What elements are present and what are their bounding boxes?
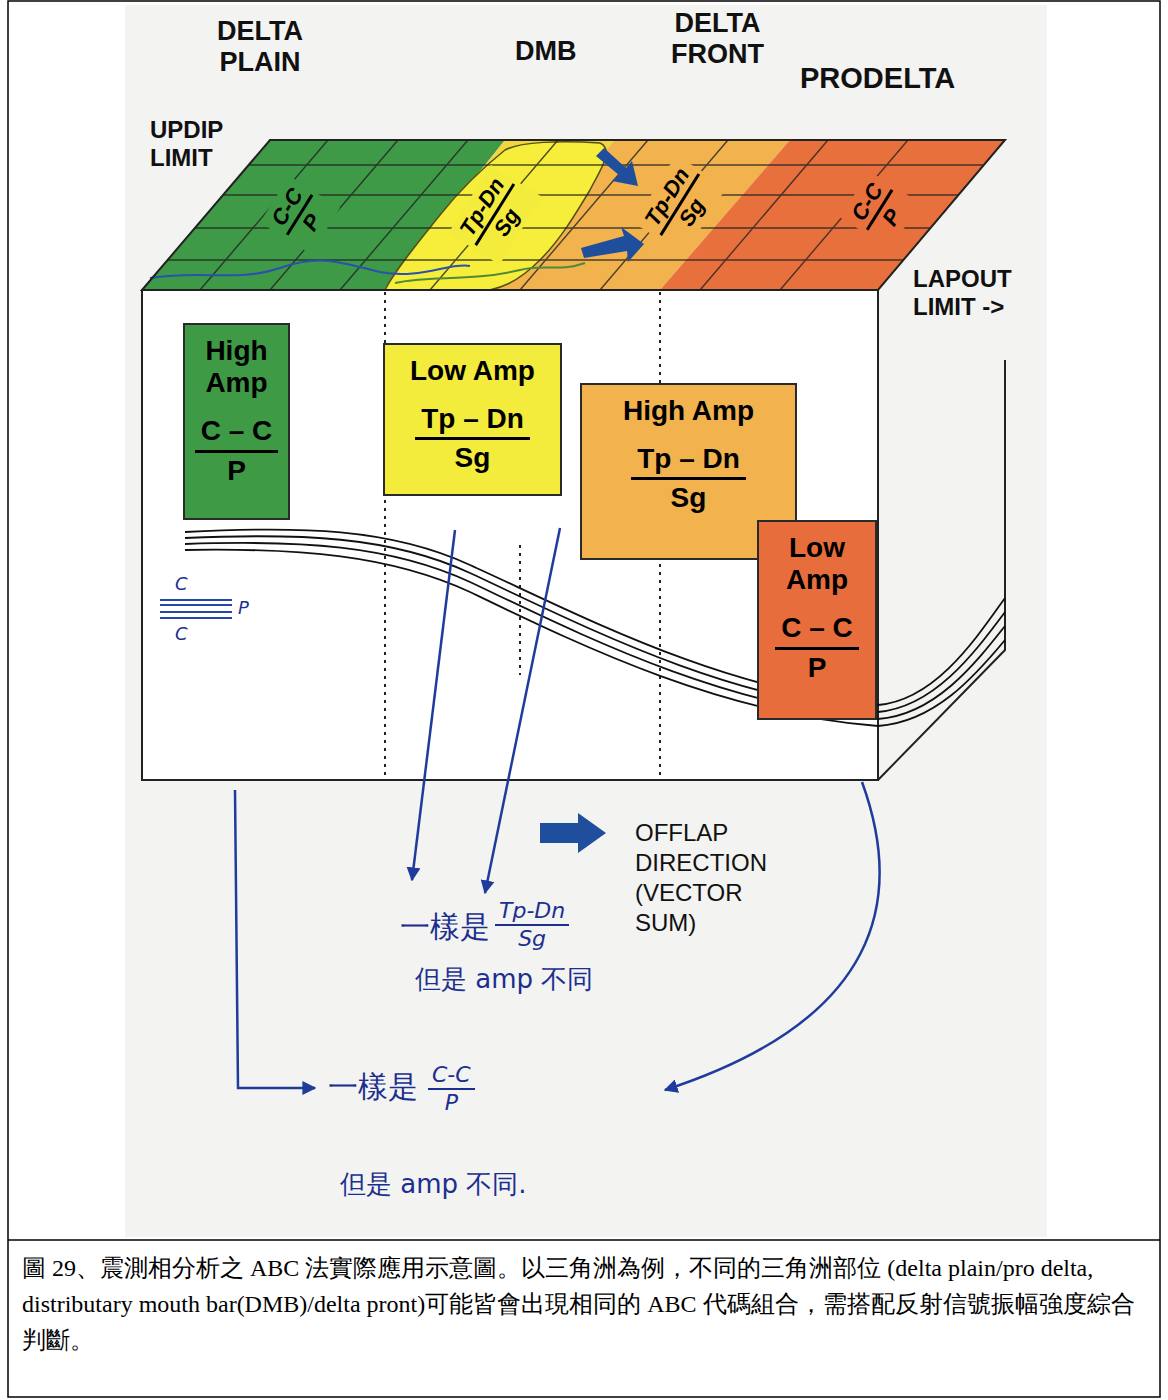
figure-label: LAPOUT LIMIT -> <box>913 265 1013 320</box>
figure-label: OFFLAP DIRECTION (VECTOR SUM) <box>635 818 810 938</box>
code-numerator: Tp – Dn <box>631 443 746 480</box>
facies-box: High Amp C – CP <box>183 323 290 520</box>
top-facies-code: C-CP <box>260 176 340 254</box>
art-path <box>412 530 455 880</box>
cell-divider <box>8 1239 1160 1241</box>
facies-box: Low Amp C – CP <box>757 520 877 720</box>
code-numerator: C-C <box>428 1062 475 1090</box>
code-denominator: Sg <box>514 926 550 952</box>
art-path <box>150 260 470 278</box>
offlap-arrow <box>540 813 606 853</box>
art-line <box>160 599 232 601</box>
art-line <box>160 604 232 606</box>
art-polygon <box>142 140 1005 290</box>
code-denominator: P <box>227 453 246 487</box>
facies-box: Low Amp Tp – DnSg <box>383 343 562 496</box>
art-path <box>185 550 1005 726</box>
figure-label: DMB <box>515 36 577 67</box>
code-denominator: Sg <box>455 440 491 474</box>
art-g <box>168 140 984 290</box>
top-facies-code: C-CP <box>840 171 920 249</box>
art-line <box>160 611 232 613</box>
amplitude-label: Low Amp <box>777 532 857 596</box>
figure-label: 一樣是 <box>400 910 490 945</box>
figure-label: DELTA FRONT <box>655 8 780 70</box>
block-front <box>142 290 1005 780</box>
art-line <box>160 617 232 619</box>
art-line <box>168 259 904 260</box>
art-line <box>223 194 958 195</box>
art-path <box>878 360 1005 780</box>
amplitude-label: High Amp <box>197 335 277 399</box>
figure-label: UPDIP LIMIT <box>150 116 260 171</box>
handwritten-fraction: Tp-DnSg <box>495 898 569 953</box>
art-path <box>235 790 315 1088</box>
art-path <box>395 263 585 283</box>
code-denominator: Sg <box>671 480 707 514</box>
figure-label: C <box>175 574 188 595</box>
art-polygon <box>581 227 644 262</box>
amplitude-label: High Amp <box>623 395 754 427</box>
figure-label: PRODELTA <box>800 62 955 95</box>
top-facies-code: Tp-DnSg <box>449 165 542 264</box>
code-denominator: P <box>441 1090 462 1116</box>
photo-ground <box>125 5 1047 1237</box>
top-facies-code: Tp-DnSg <box>634 155 727 254</box>
handwritten-arrows <box>235 528 880 1090</box>
art-line <box>700 140 828 290</box>
art-path <box>385 142 606 292</box>
figure-label: C <box>175 624 188 645</box>
art-polygon <box>596 148 638 186</box>
figure-label: DELTA PLAIN <box>200 16 320 78</box>
code-numerator: C – C <box>195 415 279 452</box>
art-g <box>160 600 232 618</box>
art-rect <box>142 290 878 780</box>
figure-label: 但是 amp 不同. <box>340 1170 527 1200</box>
figure-label: 但是 amp 不同 <box>415 965 593 995</box>
art-path <box>185 543 1005 719</box>
code-numerator: C – C <box>775 612 859 649</box>
amplitude-label: Low Amp <box>410 355 535 387</box>
art-line <box>519 545 521 675</box>
figure-label: 一樣是 <box>328 1070 418 1105</box>
cell-border <box>8 1 1160 1397</box>
art-path <box>185 536 1005 712</box>
code-numerator: Tp – Dn <box>415 403 530 440</box>
code-numerator: Tp-Dn <box>495 898 569 926</box>
handwritten-fraction: C-CP <box>428 1062 475 1117</box>
figure-label: P <box>238 598 249 619</box>
top-surface <box>142 140 1005 292</box>
code-denominator: P <box>808 650 827 684</box>
figure-caption: 圖 29、震測相分析之 ABC 法實際應用示意圖。以三角洲為例，不同的三角洲部位… <box>22 1250 1148 1358</box>
